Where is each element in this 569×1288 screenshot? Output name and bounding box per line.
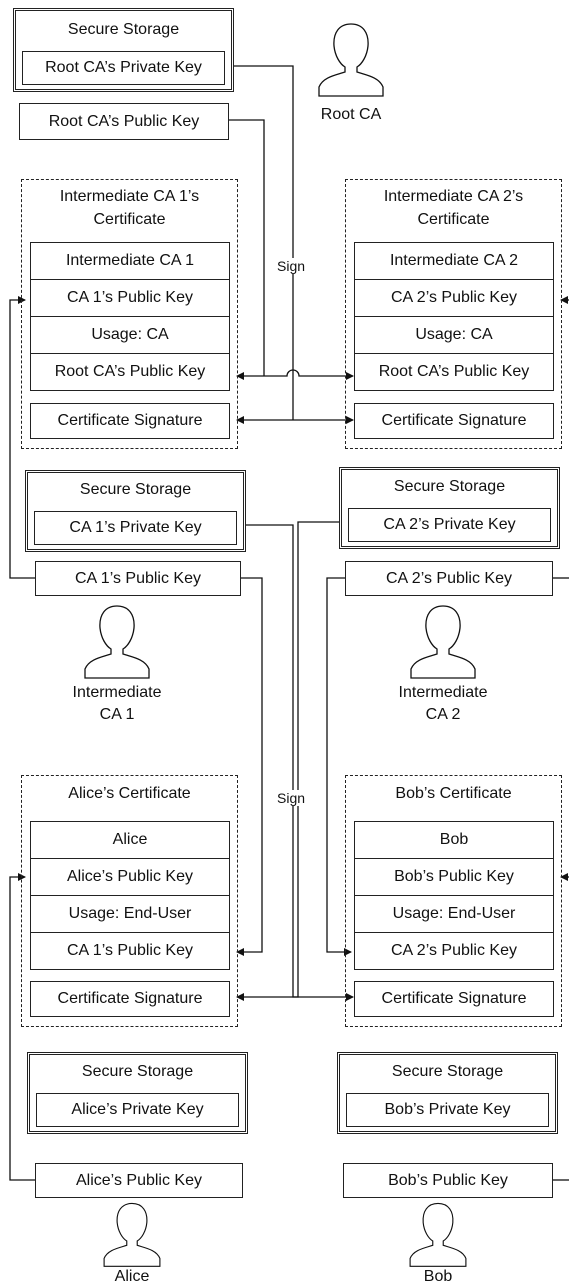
alice-cert-fields: Alice Alice’s Public Key Usage: End-User… xyxy=(30,821,230,970)
ica2-name: Intermediate CA 2 xyxy=(383,682,503,726)
root-public-key: Root CA’s Public Key xyxy=(19,103,229,140)
ica2-avatar xyxy=(408,602,478,680)
alice-avatar xyxy=(97,1200,167,1268)
ica1-issuer-key: Root CA’s Public Key xyxy=(30,353,230,391)
alice-name: Alice xyxy=(114,1268,150,1285)
person-silhouette-icon xyxy=(409,1202,467,1267)
alice-cert-title: Alice’s Certificate xyxy=(68,785,191,802)
ca2-public-key: CA 2’s Public Key xyxy=(345,561,553,596)
ica2-issuer-key: Root CA’s Public Key xyxy=(354,353,554,391)
ica1-public-key-field: CA 1’s Public Key xyxy=(30,279,230,317)
bob-name: Bob xyxy=(423,1268,453,1285)
bob-usage: Usage: End-User xyxy=(354,895,554,933)
secure-storage-title: Secure Storage xyxy=(67,21,180,38)
ica2-name-line2: CA 2 xyxy=(425,706,461,723)
secure-storage-title: Secure Storage xyxy=(81,1063,194,1080)
bob-avatar xyxy=(403,1200,473,1268)
bob-cert-title: Bob’s Certificate xyxy=(395,785,512,802)
person-silhouette-icon xyxy=(84,605,150,679)
bob-subject: Bob xyxy=(354,821,554,859)
ica2-certificate: Intermediate CA 2’s Certificate Intermed… xyxy=(345,179,562,449)
ica1-cert-title: Intermediate CA 1’s Certificate xyxy=(59,188,200,228)
ica2-subject: Intermediate CA 2 xyxy=(354,242,554,280)
ca2-sign-line xyxy=(236,521,345,1001)
secure-storage-title: Secure Storage xyxy=(393,478,506,495)
root-pub-line xyxy=(229,119,265,376)
ca2-private-key: CA 2’s Private Key xyxy=(348,508,551,542)
bob-secure-storage: Secure Storage Bob’s Private Key xyxy=(337,1052,558,1134)
ica1-name-line1: Intermediate xyxy=(72,684,162,701)
bob-issuer-key: CA 2’s Public Key xyxy=(354,932,554,970)
bob-private-key: Bob’s Private Key xyxy=(346,1093,549,1127)
alice-issuer-key: CA 1’s Public Key xyxy=(30,932,230,970)
person-silhouette-icon xyxy=(103,1202,161,1267)
ica1-certificate: Intermediate CA 1’s Certificate Intermed… xyxy=(21,179,238,449)
alice-signature: Certificate Signature xyxy=(30,981,230,1017)
ca1-pub-to-alice-cert xyxy=(236,577,263,956)
ca2-pub-to-bob-cert xyxy=(326,577,352,956)
ica2-public-key-field: CA 2’s Public Key xyxy=(354,279,554,317)
bob-certificate: Bob’s Certificate Bob Bob’s Public Key U… xyxy=(345,775,562,1027)
person-silhouette-icon xyxy=(318,23,384,97)
alice-certificate: Alice’s Certificate Alice Alice’s Public… xyxy=(21,775,238,1027)
secure-storage-title: Secure Storage xyxy=(391,1063,504,1080)
root-pub-to-ica2 xyxy=(264,369,354,380)
ca1-public-key: CA 1’s Public Key xyxy=(35,561,241,596)
ica1-avatar xyxy=(82,602,152,680)
ica2-cert-fields: Intermediate CA 2 CA 2’s Public Key Usag… xyxy=(354,242,554,391)
ica1-cert-fields: Intermediate CA 1 CA 1’s Public Key Usag… xyxy=(30,242,230,391)
root-private-key: Root CA’s Private Key xyxy=(22,51,225,85)
ca1-sign-line xyxy=(241,524,354,1001)
ica1-name-line2: CA 1 xyxy=(99,706,135,723)
alice-secure-storage: Secure Storage Alice’s Private Key xyxy=(27,1052,248,1134)
secure-storage-title: Secure Storage xyxy=(79,481,192,498)
ica1-signature: Certificate Signature xyxy=(30,403,230,439)
ca1-pub-to-ica1-cert xyxy=(9,296,35,579)
ca1-secure-storage: Secure Storage CA 1’s Private Key xyxy=(25,470,246,552)
sign-label-bottom: Sign xyxy=(275,790,308,806)
bob-cert-fields: Bob Bob’s Public Key Usage: End-User CA … xyxy=(354,821,554,970)
ca2-secure-storage: Secure Storage CA 2’s Private Key xyxy=(339,467,560,549)
ca1-private-key: CA 1’s Private Key xyxy=(34,511,237,545)
person-silhouette-icon xyxy=(410,605,476,679)
alice-pub-to-alice-cert xyxy=(9,873,35,1181)
bob-signature: Certificate Signature xyxy=(354,981,554,1017)
root-ca-name: Root CA xyxy=(320,106,382,123)
root-ca-avatar xyxy=(316,20,386,98)
ica2-signature: Certificate Signature xyxy=(354,403,554,439)
bob-public-key: Bob’s Public Key xyxy=(343,1163,553,1198)
ica2-usage: Usage: CA xyxy=(354,316,554,354)
ica2-cert-title: Intermediate CA 2’s Certificate xyxy=(383,188,524,228)
ica1-usage: Usage: CA xyxy=(30,316,230,354)
ica1-name: Intermediate CA 1 xyxy=(57,682,177,726)
alice-private-key: Alice’s Private Key xyxy=(36,1093,239,1127)
ica2-name-line1: Intermediate xyxy=(398,684,488,701)
root-sign-line xyxy=(229,65,294,420)
alice-subject: Alice xyxy=(30,821,230,859)
ica1-subject: Intermediate CA 1 xyxy=(30,242,230,280)
alice-usage: Usage: End-User xyxy=(30,895,230,933)
alice-public-key-field: Alice’s Public Key xyxy=(30,858,230,896)
bob-public-key-field: Bob’s Public Key xyxy=(354,858,554,896)
sign-label-top: Sign xyxy=(275,258,308,274)
alice-public-key: Alice’s Public Key xyxy=(35,1163,243,1198)
root-secure-storage: Secure Storage Root CA’s Private Key xyxy=(13,8,234,92)
